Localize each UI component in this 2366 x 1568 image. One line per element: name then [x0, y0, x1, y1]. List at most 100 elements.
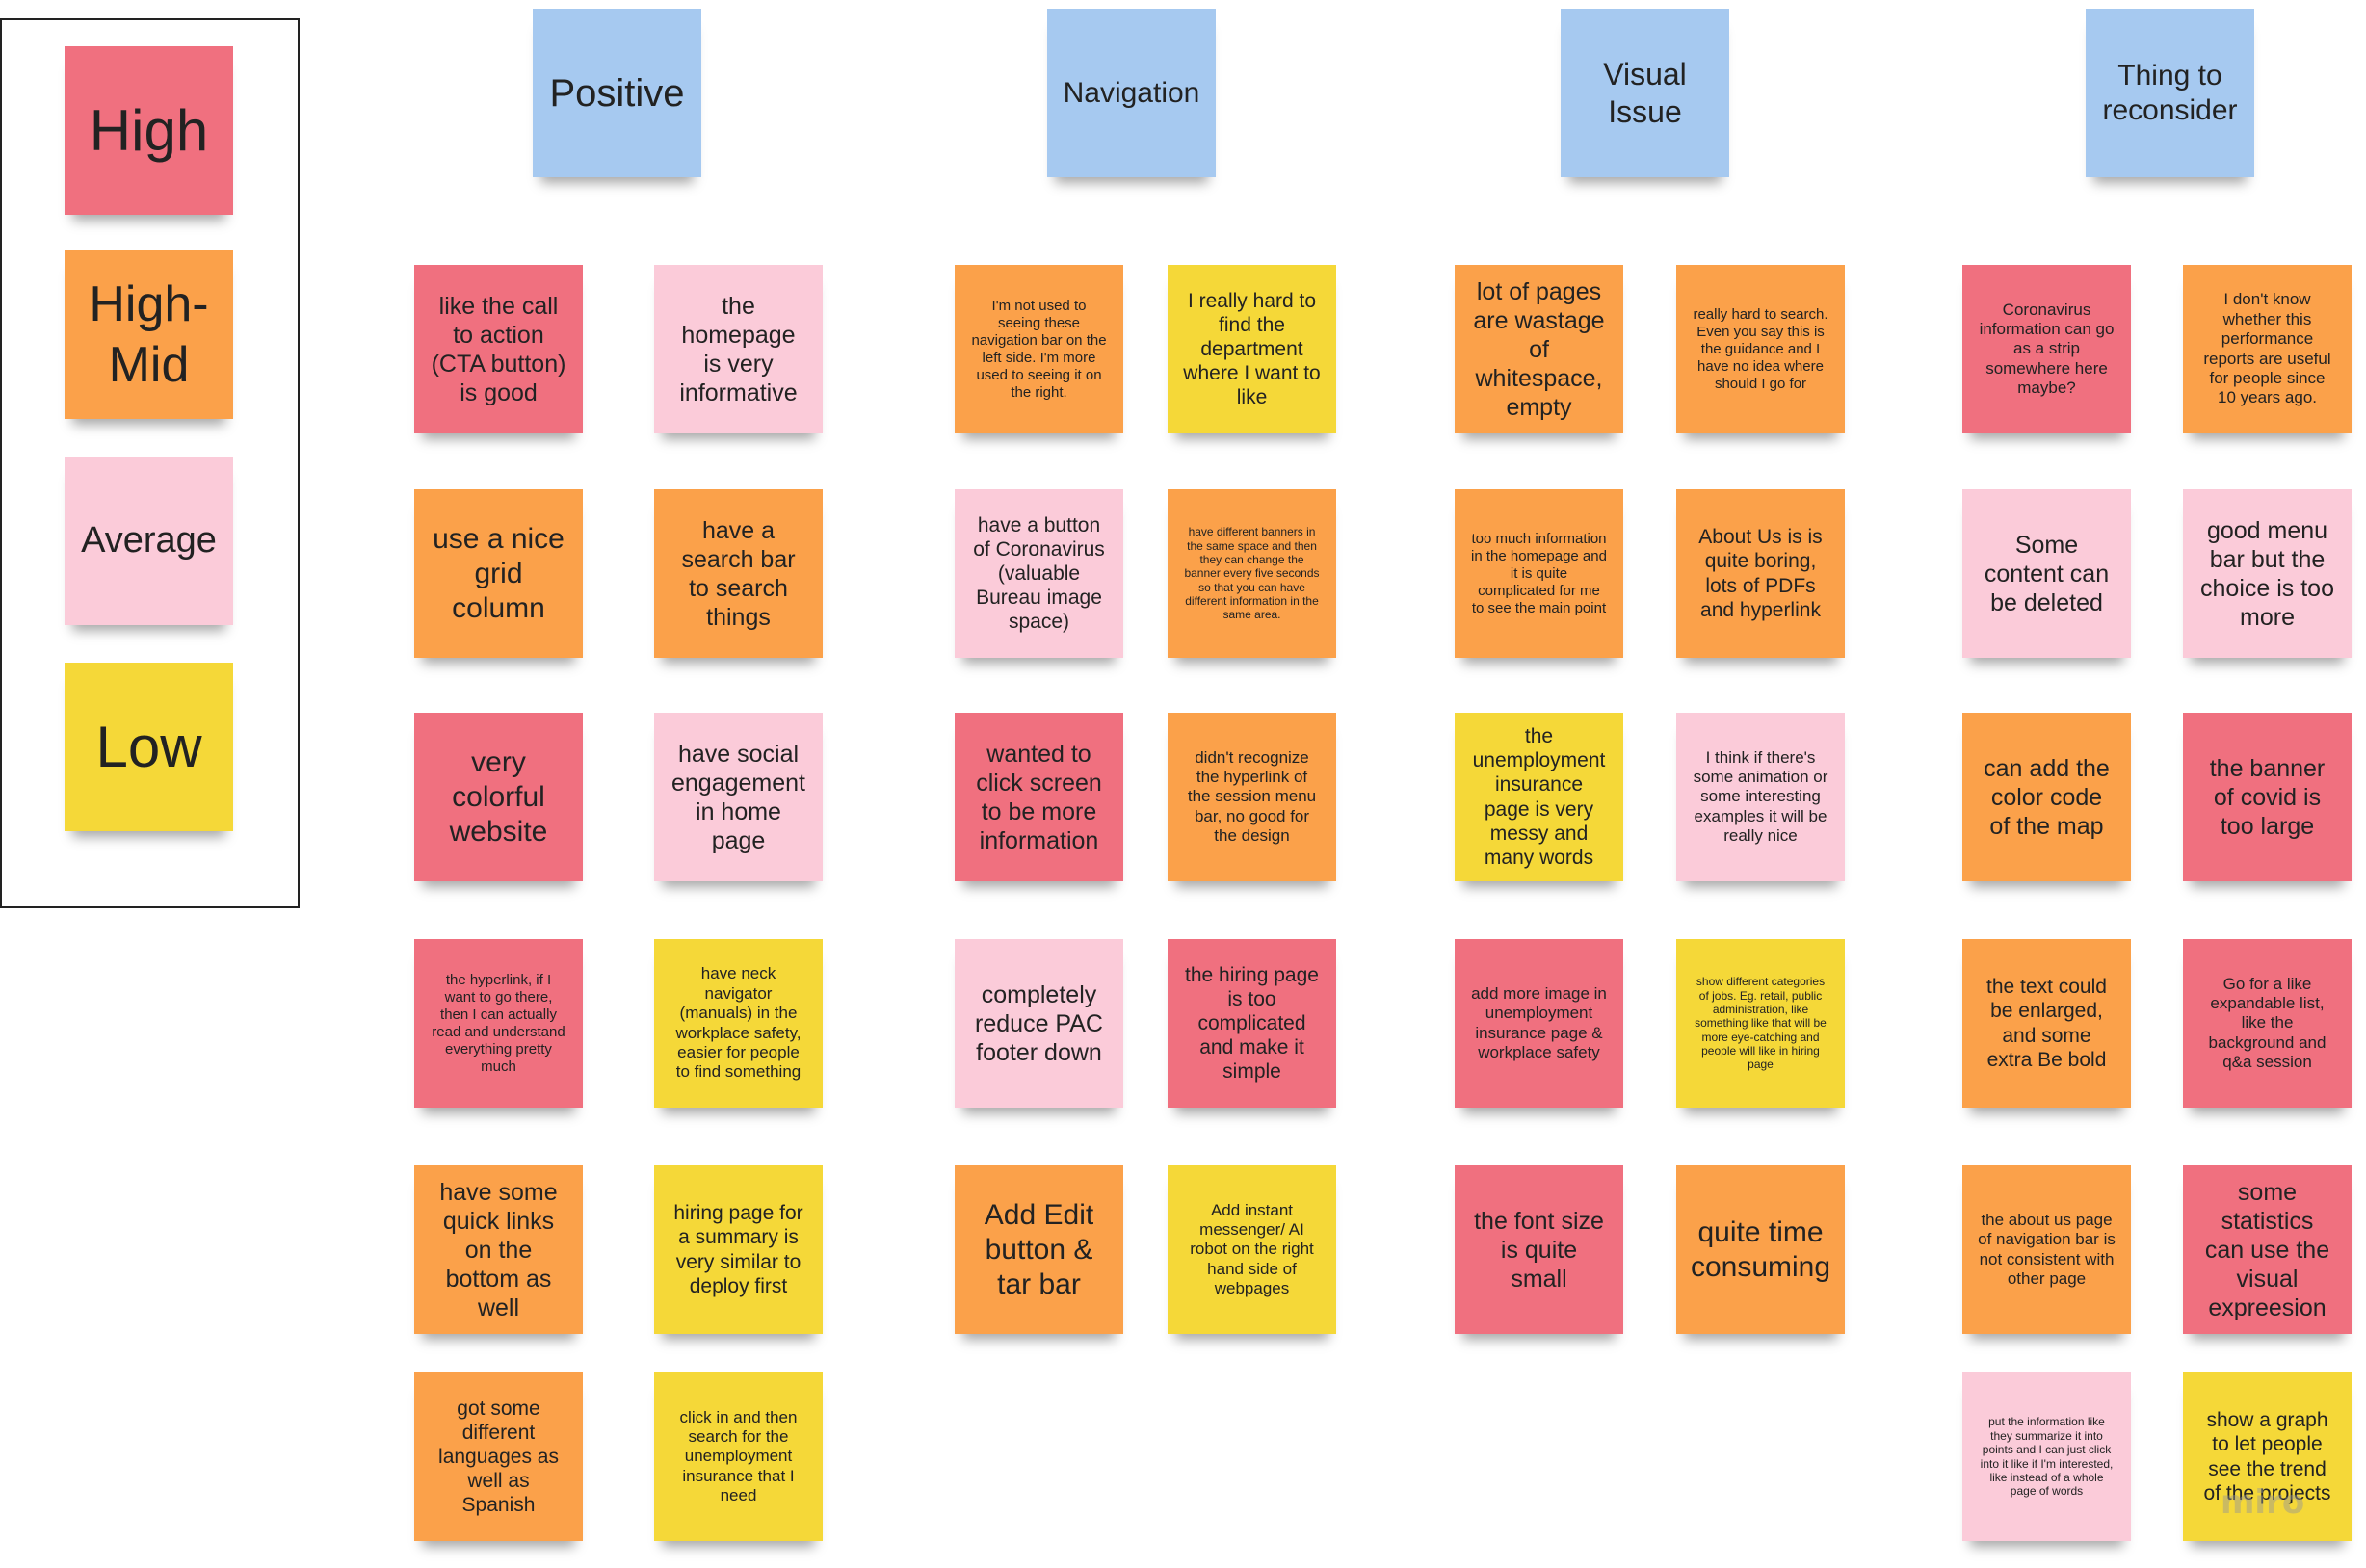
sticky-note[interactable]: the font size is quite small [1455, 1165, 1623, 1334]
sticky-note[interactable]: About Us is is quite boring, lots of PDF… [1676, 489, 1845, 658]
sticky-note[interactable]: I don't know whether this performance re… [2183, 265, 2352, 433]
note-text: Coronavirus information can go as a stri… [1979, 300, 2115, 398]
note-text: I really hard to find the department whe… [1183, 289, 1321, 409]
note-text: the text could be enlarged, and some ext… [1986, 976, 2107, 1071]
sticky-note[interactable]: have different banners in the same space… [1168, 489, 1336, 658]
sticky-note[interactable]: click in and then search for the unemplo… [654, 1372, 823, 1541]
note-text: I think if there's some animation or som… [1693, 747, 1828, 846]
note-text: the about us page of navigation bar is n… [1978, 1210, 2116, 1288]
sticky-note[interactable]: have neck navigator (manuals) in the wor… [654, 939, 823, 1108]
note-text: Some content can be deleted [1984, 531, 2110, 616]
sticky-note[interactable]: the about us page of navigation bar is n… [1962, 1165, 2131, 1334]
note-text: show a graph to let people see the trend… [2203, 1409, 2331, 1504]
sticky-note[interactable]: Add instant messenger/ AI robot on the r… [1168, 1165, 1336, 1334]
note-text: didn't recognize the hyperlink of the se… [1187, 747, 1317, 846]
note-text: put the information like they summarize … [1980, 1415, 2114, 1499]
sticky-note[interactable]: really hard to search. Even you say this… [1676, 265, 1845, 433]
sticky-note[interactable]: Add Edit button & tar bar [955, 1165, 1123, 1334]
note-text: the homepage is very informative [679, 292, 798, 406]
priority-legend-frame [0, 18, 300, 908]
note-text: completely reduce PAC footer down [975, 980, 1103, 1066]
sticky-note[interactable]: didn't recognize the hyperlink of the se… [1168, 713, 1336, 881]
note-text: Average [81, 519, 217, 561]
sticky-note[interactable]: can add the color code of the map [1962, 713, 2131, 881]
sticky-note[interactable]: Some content can be deleted [1962, 489, 2131, 658]
note-text: show different categories of jobs. Eg. r… [1695, 975, 1827, 1072]
sticky-note[interactable]: good menu bar but the choice is too more [2183, 489, 2352, 658]
note-text: I don't know whether this performance re… [2203, 290, 2331, 407]
sticky-note[interactable]: quite time consuming [1676, 1165, 1845, 1334]
sticky-note[interactable]: some statistics can use the visual expre… [2183, 1165, 2352, 1334]
sticky-note[interactable]: have social engagement in home page [654, 713, 823, 881]
sticky-note[interactable]: got some different languages as well as … [414, 1372, 583, 1541]
note-text: have a search bar to search things [681, 516, 796, 631]
sticky-note[interactable]: the unemployment insurance page is very … [1455, 713, 1623, 881]
legend-note-average[interactable]: Average [65, 457, 233, 625]
sticky-note[interactable]: wanted to click screen to be more inform… [955, 713, 1123, 881]
note-text: the banner of covid is too large [2209, 754, 2326, 840]
sticky-note[interactable]: show different categories of jobs. Eg. r… [1676, 939, 1845, 1108]
note-text: High-Mid [89, 276, 209, 393]
note-text: Positive [549, 71, 685, 115]
note-text: Go for a like expandable list, like the … [2208, 974, 2327, 1072]
note-text: like the call to action (CTA button) is … [431, 292, 566, 406]
sticky-note[interactable]: have a search bar to search things [654, 489, 823, 658]
note-text: good menu bar but the choice is too more [2200, 516, 2334, 631]
sticky-note[interactable]: lot of pages are wastage of whitespace, … [1455, 265, 1623, 433]
sticky-note[interactable]: the text could be enlarged, and some ext… [1962, 939, 2131, 1108]
sticky-note[interactable]: Go for a like expandable list, like the … [2183, 939, 2352, 1108]
note-text: very colorful website [449, 745, 548, 848]
sticky-note[interactable]: hiring page for a summary is very simila… [654, 1165, 823, 1334]
sticky-note[interactable]: add more image in unemployment insurance… [1455, 939, 1623, 1108]
legend-note-high[interactable]: High [65, 46, 233, 215]
sticky-note[interactable]: like the call to action (CTA button) is … [414, 265, 583, 433]
note-text: the hyperlink, if I want to go there, th… [432, 971, 565, 1075]
note-text: Add Edit button & tar bar [984, 1198, 1094, 1300]
sticky-note[interactable]: have a button of Coronavirus (valuable B… [955, 489, 1123, 658]
note-text: click in and then search for the unemplo… [679, 1407, 798, 1505]
note-text: have different banners in the same space… [1184, 525, 1320, 622]
category-header-visual-issue[interactable]: Visual Issue [1561, 9, 1729, 177]
sticky-note[interactable]: put the information like they summarize … [1962, 1372, 2131, 1541]
legend-note-low[interactable]: Low [65, 663, 233, 831]
note-text: got some different languages as well as … [438, 1397, 559, 1517]
sticky-note[interactable]: use a nice grid column [414, 489, 583, 658]
sticky-note[interactable]: I think if there's some animation or som… [1676, 713, 1845, 881]
note-text: Visual Issue [1603, 57, 1687, 129]
sticky-note[interactable]: I really hard to find the department whe… [1168, 265, 1336, 433]
note-text: the font size is quite small [1474, 1207, 1604, 1293]
note-text: Thing to reconsider [2102, 59, 2238, 126]
note-text: Low [95, 714, 202, 779]
sticky-note[interactable]: show a graph to let people see the trend… [2183, 1372, 2352, 1541]
category-header-positive[interactable]: Positive [533, 9, 701, 177]
sticky-note[interactable]: the homepage is very informative [654, 265, 823, 433]
note-text: use a nice grid column [433, 522, 565, 624]
note-text: I'm not used to seeing these navigation … [971, 297, 1107, 401]
miro-watermark: miro [2221, 1483, 2305, 1522]
sticky-note[interactable]: the hyperlink, if I want to go there, th… [414, 939, 583, 1108]
note-text: quite time consuming [1690, 1215, 1831, 1283]
sticky-note[interactable]: Coronavirus information can go as a stri… [1962, 265, 2131, 433]
note-text: really hard to search. Even you say this… [1693, 305, 1828, 392]
legend-note-high-mid[interactable]: High-Mid [65, 250, 233, 419]
sticky-note[interactable]: have some quick links on the bottom as w… [414, 1165, 583, 1334]
note-text: lot of pages are wastage of whitespace, … [1473, 277, 1605, 421]
note-text: have neck navigator (manuals) in the wor… [675, 964, 802, 1082]
sticky-note[interactable]: I'm not used to seeing these navigation … [955, 265, 1123, 433]
note-text: have a button of Coronavirus (valuable B… [973, 513, 1105, 634]
sticky-note[interactable]: too much information in the homepage and… [1455, 489, 1623, 658]
category-header-thing-to-reconsider[interactable]: Thing to reconsider [2086, 9, 2254, 177]
sticky-note[interactable]: the hiring page is too complicated and m… [1168, 939, 1336, 1108]
sticky-note[interactable]: very colorful website [414, 713, 583, 881]
note-text: the hiring page is too complicated and m… [1185, 963, 1319, 1084]
sticky-note[interactable]: the banner of covid is too large [2183, 713, 2352, 881]
note-text: the unemployment insurance page is very … [1472, 724, 1606, 869]
category-header-navigation[interactable]: Navigation [1047, 9, 1216, 177]
sticky-note[interactable]: completely reduce PAC footer down [955, 939, 1123, 1108]
note-text: can add the color code of the map [1984, 754, 2110, 840]
note-text: too much information in the homepage and… [1471, 530, 1607, 616]
note-text: have some quick links on the bottom as w… [439, 1178, 558, 1321]
note-text: add more image in unemployment insurance… [1471, 983, 1607, 1061]
note-text: hiring page for a summary is very simila… [673, 1202, 803, 1297]
